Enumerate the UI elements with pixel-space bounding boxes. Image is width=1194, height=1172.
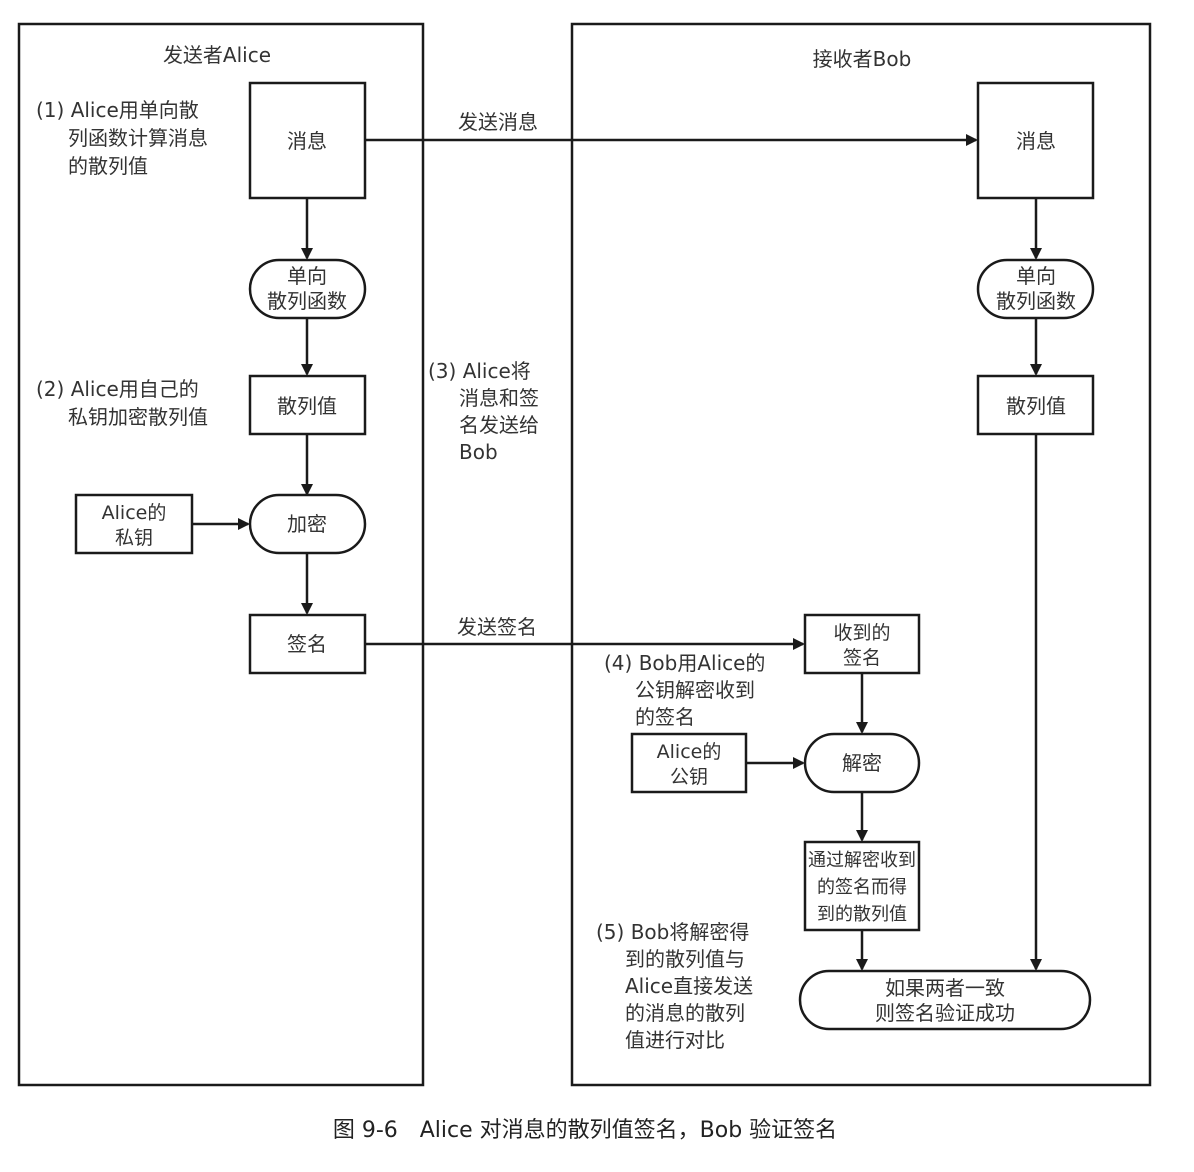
step3-note: (3) Alice将 消息和签 名发送给 Bob (428, 359, 539, 464)
alice-hash-function-line1: 单向 (287, 264, 327, 288)
alice-encrypt-label: 加密 (287, 512, 327, 536)
bob-hash-function-line2: 散列函数 (996, 289, 1076, 313)
send-message-label: 发送消息 (458, 110, 538, 134)
bob-hash-function: 单向 散列函数 (976, 258, 1095, 320)
step1-line3: 的散列值 (68, 154, 148, 178)
step1-line1: (1) Alice用单向散 (36, 98, 199, 122)
alice-public-key-line1: Alice的 (657, 741, 722, 763)
bob-hash-value-box: 散列值 (976, 374, 1095, 436)
step4-line1: (4) Bob用Alice的 (604, 651, 765, 675)
alice-encrypt: 加密 (248, 493, 367, 555)
figure-caption: 图 9-6 Alice 对消息的散列值签名，Bob 验证签名 (333, 1118, 837, 1143)
step2-note: (2) Alice用自己的 私钥加密散列值 (36, 377, 208, 429)
step3-line4: Bob (459, 440, 498, 464)
alice-message-box: 消息 (248, 81, 367, 200)
step4-note: (4) Bob用Alice的 公钥解密收到 的签名 (604, 651, 765, 729)
step5-line3: Alice直接发送 (625, 974, 753, 998)
alice-public-key-box: Alice的 公钥 (630, 732, 748, 794)
alice-public-key-line2: 公钥 (670, 766, 708, 788)
verification-result: 如果两者一致 则签名验证成功 (798, 969, 1092, 1031)
send-signature-label: 发送签名 (457, 615, 537, 639)
alice-message-label: 消息 (287, 129, 327, 153)
alice-hash-function-line2: 散列函数 (267, 289, 347, 313)
step5-note: (5) Bob将解密得 到的散列值与 Alice直接发送 的消息的散列 值进行对… (596, 920, 753, 1052)
alice-hash-value-label: 散列值 (277, 394, 337, 418)
step1-note: (1) Alice用单向散 列函数计算消息 的散列值 (36, 98, 208, 178)
bob-message-box: 消息 (976, 81, 1095, 200)
step4-line3: 的签名 (635, 705, 695, 729)
receiver-panel-title: 接收者Bob (813, 47, 912, 71)
step5-line5: 值进行对比 (625, 1028, 725, 1052)
alice-signature-label: 签名 (287, 632, 327, 656)
step1-line2: 列函数计算消息 (68, 126, 208, 150)
alice-private-key-box: Alice的 私钥 (74, 493, 194, 555)
alice-signature-box: 签名 (248, 613, 367, 675)
step3-line1: (3) Alice将 (428, 359, 531, 383)
step5-line4: 的消息的散列 (625, 1001, 745, 1025)
alice-private-key-line2: 私钥 (115, 527, 153, 549)
step3-line3: 名发送给 (459, 413, 539, 437)
bob-hash-value-label: 散列值 (1006, 394, 1066, 418)
bob-decrypt-label: 解密 (842, 751, 882, 775)
verification-result-line1: 如果两者一致 (885, 976, 1005, 1000)
step4-line2: 公钥解密收到 (635, 678, 755, 702)
alice-hash-function: 单向 散列函数 (248, 258, 367, 320)
alice-hash-value-box: 散列值 (248, 374, 367, 436)
receiver-panel (570, 22, 1152, 1087)
step2-line1: (2) Alice用自己的 (36, 377, 199, 401)
received-signature-box: 收到的 签名 (803, 613, 921, 675)
step3-line2: 消息和签 (459, 386, 539, 410)
bob-hash-function-line1: 单向 (1016, 264, 1056, 288)
received-signature-line1: 收到的 (833, 622, 890, 644)
decrypted-hash-line3: 到的散列值 (817, 904, 907, 925)
step5-line2: 到的散列值与 (625, 947, 745, 971)
alice-private-key-line1: Alice的 (102, 502, 167, 524)
received-signature-line2: 签名 (843, 647, 881, 669)
sender-panel (17, 22, 425, 1087)
sender-panel-title: 发送者Alice (163, 43, 271, 67)
decrypted-hash-line1: 通过解密收到 (808, 850, 916, 871)
decrypted-hash-box: 通过解密收到 的签名而得 到的散列值 (803, 840, 921, 932)
bob-message-label: 消息 (1016, 129, 1056, 153)
step5-line1: (5) Bob将解密得 (596, 920, 749, 944)
bob-decrypt: 解密 (803, 732, 921, 794)
step2-line2: 私钥加密散列值 (68, 405, 208, 429)
decrypted-hash-line2: 的签名而得 (817, 877, 907, 898)
verification-result-line2: 则签名验证成功 (875, 1001, 1015, 1025)
